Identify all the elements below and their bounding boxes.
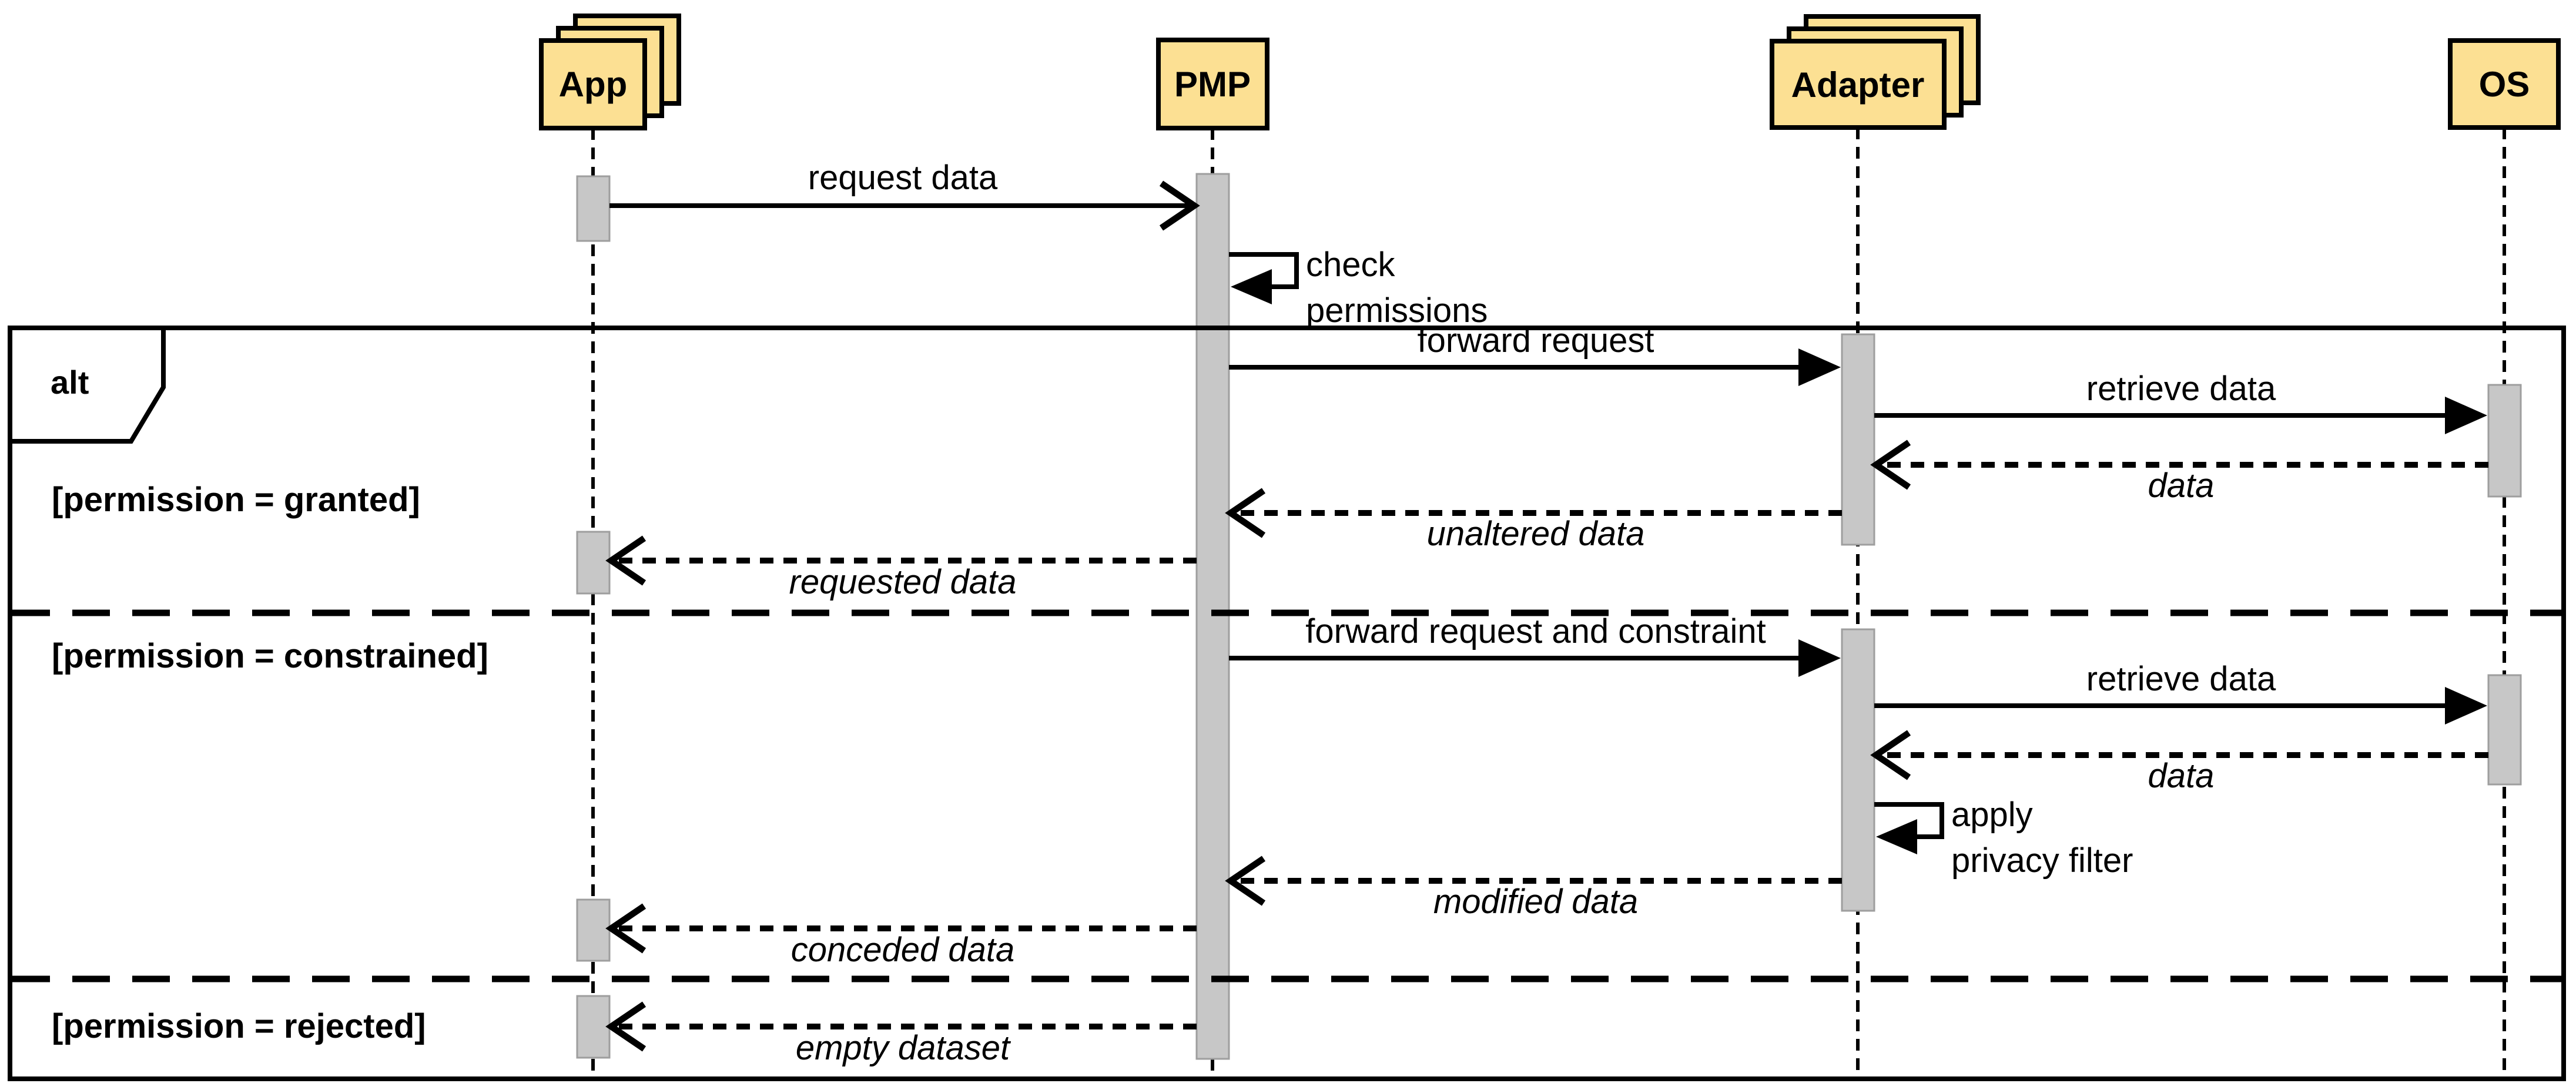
guard-constrained-label: [permission = constrained] xyxy=(52,637,488,675)
app-box-front xyxy=(539,38,647,130)
message-modified-data: modified data xyxy=(1225,856,1842,921)
forward-request-constraint-arrowhead xyxy=(1798,639,1841,677)
guard-granted-label: [permission = granted] xyxy=(52,481,420,519)
message-check-permissions: check permissions xyxy=(1229,246,1488,330)
modified-data-label: modified data xyxy=(1433,883,1638,921)
message-request-data: request data xyxy=(609,159,1200,231)
data-1-label: data xyxy=(2148,467,2215,505)
actor-os: OS xyxy=(2448,38,2561,130)
actor-pmp: PMP xyxy=(1156,38,1269,130)
unaltered-data-label: unaltered data xyxy=(1427,515,1645,553)
adapter-label: Adapter xyxy=(1791,65,1925,105)
message-retrieve-data-2: retrieve data xyxy=(1874,660,2487,725)
alt-operator-pentagon xyxy=(8,326,166,444)
message-unaltered-data: unaltered data xyxy=(1225,488,1842,553)
requested-data-arrowhead xyxy=(605,535,646,586)
conceded-data-label: conceded data xyxy=(791,931,1015,969)
app-activation-1 xyxy=(576,175,611,242)
message-empty-dataset: empty dataset xyxy=(605,1001,1197,1067)
retrieve-data-1-arrowhead xyxy=(2445,397,2487,434)
pmp-activation xyxy=(1195,173,1230,1060)
actor-app: App xyxy=(539,14,681,130)
forward-request-constraint-label: forward request and constraint xyxy=(1305,612,1766,650)
app-label: App xyxy=(559,65,628,104)
pmp-box xyxy=(1156,38,1269,130)
message-data-1: data xyxy=(1870,440,2488,505)
adapter-activation-2 xyxy=(1841,628,1875,912)
retrieve-data-2-label: retrieve data xyxy=(2086,660,2276,698)
empty-dataset-label: empty dataset xyxy=(796,1029,1011,1067)
app-activation-2 xyxy=(576,531,611,595)
empty-dataset-arrowhead xyxy=(605,1001,646,1052)
requested-data-label: requested data xyxy=(789,563,1017,601)
alt-operator-label: alt xyxy=(51,364,89,401)
actor-adapter: Adapter xyxy=(1770,14,1981,130)
message-forward-request: forward request xyxy=(1229,321,1841,386)
app-activation-3 xyxy=(576,898,611,962)
app-activation-4 xyxy=(576,995,611,1059)
alt-fragment-frame xyxy=(8,326,2566,1081)
message-data-2: data xyxy=(1870,730,2488,795)
guard-rejected-label: [permission = rejected] xyxy=(52,1007,426,1045)
os-box xyxy=(2448,38,2561,130)
apply-privacy-filter-label-line2: privacy filter xyxy=(1951,841,2133,880)
message-requested-data: requested data xyxy=(605,535,1197,601)
apply-privacy-filter-label-line1: apply xyxy=(1951,796,2033,834)
message-forward-request-constraint: forward request and constraint xyxy=(1229,612,1841,677)
data-1-arrowhead xyxy=(1870,440,1911,490)
check-permissions-label-line2: permissions xyxy=(1306,291,1488,330)
conceded-data-arrowhead xyxy=(605,903,646,954)
pmp-label: PMP xyxy=(1174,65,1251,104)
message-conceded-data: conceded data xyxy=(605,903,1197,969)
os-activation-2 xyxy=(2487,674,2522,786)
retrieve-data-1-label: retrieve data xyxy=(2086,370,2276,408)
message-apply-privacy-filter: apply privacy filter xyxy=(1874,796,2133,880)
apply-privacy-filter-arrowhead xyxy=(1876,819,1917,854)
data-2-arrowhead xyxy=(1870,730,1911,780)
check-permissions-label-line1: check xyxy=(1306,246,1396,284)
unaltered-data-arrowhead xyxy=(1225,488,1266,538)
modified-data-arrowhead xyxy=(1225,856,1266,906)
adapter-box-front xyxy=(1770,39,1947,130)
request-data-arrowhead xyxy=(1159,180,1200,231)
retrieve-data-2-arrowhead xyxy=(2445,687,2487,725)
forward-request-label: forward request xyxy=(1418,321,1654,360)
os-label: OS xyxy=(2479,65,2530,104)
adapter-activation-1 xyxy=(1841,333,1875,546)
forward-request-arrowhead xyxy=(1798,348,1841,386)
message-retrieve-data-1: retrieve data xyxy=(1874,370,2487,434)
data-2-label: data xyxy=(2148,757,2215,795)
check-permissions-arrowhead xyxy=(1231,269,1272,304)
os-activation-1 xyxy=(2487,384,2522,498)
request-data-label: request data xyxy=(808,159,998,197)
